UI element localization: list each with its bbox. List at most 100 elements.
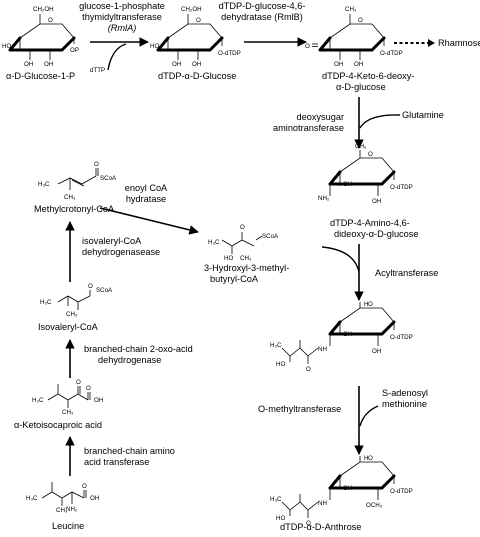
oh-label: OH (354, 61, 363, 68)
glutamine-input-curve (359, 114, 401, 129)
ivd-enzyme-line2: dehydrogenasease (82, 247, 160, 257)
oxygen-label: O (82, 483, 87, 490)
h3c-label: H₃C (40, 299, 52, 306)
h3c-label: H₃C (208, 239, 220, 246)
keto-oxygen-label: O (76, 379, 81, 386)
rmla-enzyme-line3: (RmlA) (108, 23, 137, 33)
isovaleryl-coa-label: Isovaleryl-CoA (38, 322, 99, 332)
rmla-enzyme-line1: glucose-1-phosphate (79, 1, 165, 11)
oh-label: OH (172, 61, 181, 68)
glucose-1-phosphate-structure: CH₂OH O HO OH OH OP (2, 6, 79, 68)
amino-dideoxy-label-line2: dideoxy-α-D-glucose (334, 229, 418, 239)
ch2oh-label: CH₂OH (33, 6, 54, 13)
ch2oh-label: CH₂OH (181, 6, 202, 13)
enoyl-coa-hydratase-arrow (99, 207, 199, 235)
h3c-label: H₃C (270, 342, 282, 349)
dtdp-anthrose-structure: H O OH NH OCH₃ O-dTDP O HO H₃C (270, 455, 413, 527)
oh-label: OH (343, 331, 352, 338)
enoyl-enzyme-line2: hydratase (126, 194, 166, 204)
oh-label: OH (44, 61, 53, 68)
sam-input-curve (359, 405, 379, 427)
bcat-enzyme-line1: branched-chain amino (84, 446, 175, 456)
h-label: H (364, 455, 368, 462)
hydroxymethylbutyryl-coa-structure: H₃C HO CH₃ O SCoA (208, 224, 279, 262)
ch3-label: CH₃ (64, 194, 76, 201)
odtdp-label: O-dTDP (390, 184, 413, 191)
o-methyltransferase-label: O-methyltransferase (258, 404, 341, 414)
keto-deoxy-label-line2: α-D-glucose (336, 82, 386, 92)
h3c-label: H₃C (38, 181, 50, 188)
odtdp-label: O-dTDP (390, 334, 413, 341)
ch3-label: CH₃ (240, 255, 252, 262)
acylated-intermediate-structure: H O OH NH OH O-dTDP O HO H₃C (270, 301, 413, 373)
sam-label-line1: S-adenosyl (382, 388, 428, 398)
ketoisocaproic-acid-label: α-Ketoisocaproic acid (14, 420, 102, 430)
aminotransferase-enzyme-line1: deoxysugar (297, 112, 345, 122)
ch3-label: CH₃ (66, 311, 78, 318)
hydroxymethylbutyryl-label-line1: 3-Hydroxyl-3-methyl- (204, 263, 289, 273)
ch3-label: CH₃ (62, 409, 74, 416)
isovaleryl-coa-structure: H₃C CH₃ O SCoA (40, 283, 113, 318)
ch3-label: CH₃ (345, 6, 357, 13)
nh-label: NH (318, 500, 327, 507)
keto-deoxy-label-line1: dTDP-4-Keto-6-deoxy- (322, 71, 414, 81)
ho-label: HO (276, 361, 285, 368)
ring-oxygen-label: O (358, 17, 363, 24)
rhamnose-label: Rhamnose (438, 38, 480, 48)
bcat-enzyme-line2: acid transferase (84, 457, 149, 467)
oh-label: OH (192, 61, 201, 68)
bckdh-enzyme-line2: dehydrogenase (98, 355, 161, 365)
nh-label: NH (318, 346, 327, 353)
dttp-label: dTTP (90, 67, 105, 74)
ring-oxygen-label: O (196, 17, 201, 24)
op-label: OP (70, 47, 79, 54)
sam-label-line2: methionine (382, 399, 427, 409)
oh-label: OH (372, 348, 381, 355)
ho-label: HO (150, 43, 159, 50)
amino-dideoxy-glucose-structure: CH₃ O OH NH₂ OH O-dTDP (318, 143, 413, 205)
oxygen-label: O (240, 224, 245, 231)
scoa-label: SCoA (262, 233, 279, 240)
leucine-structure: H₃C CH₃ NH₂ O OH (26, 482, 99, 514)
glucose-1-p-label: α-D-Glucose-1-P (6, 71, 75, 81)
dtdp-glucose-label: dTDP-α-D-Glucose (158, 71, 236, 81)
h-label: H (364, 301, 368, 308)
h3c-label: H₃C (32, 397, 44, 404)
ch3-label: CH₃ (56, 507, 68, 514)
oh-label: OH (94, 397, 103, 404)
oxygen-label: O (94, 161, 99, 168)
ho-label: HO (276, 515, 285, 522)
ho-label: HO (224, 255, 233, 262)
anthrose-label: dTDP-α-D-Anthrose (280, 522, 361, 532)
ch3-label: CH₃ (355, 143, 367, 150)
oh-label: OH (372, 198, 381, 205)
ring-oxygen-label: O (368, 455, 373, 462)
ketoisocaproic-acid-structure: H₃C CH₃ O O OH (32, 379, 103, 416)
leucine-label: Leucine (52, 521, 84, 531)
oxygen-label: O (88, 283, 93, 290)
dttp-input-curve (107, 43, 127, 71)
methylcrotonyl-coa-structure: H₃C CH₃ O SCoA (38, 161, 117, 201)
rmlb-enzyme-line2: dehydratase (RmlB) (221, 12, 303, 22)
odtdp-label: O-dTDP (390, 488, 413, 495)
acyl-coa-input-curve (321, 246, 360, 273)
oh-label: OH (24, 61, 33, 68)
glutamine-label: Glutamine (402, 110, 444, 120)
oh-label: OH (343, 485, 352, 492)
rmla-enzyme-line2: thymidyltransferase (82, 12, 162, 22)
odtdp-label: O-dTDP (380, 50, 403, 57)
rhamnose-arrowhead (428, 39, 435, 47)
scoa-label: SCoA (96, 287, 113, 294)
nh2-label: NH₂ (318, 195, 330, 202)
odtdp-label: O-dTDP (218, 50, 241, 57)
methylcrotonyl-coa-label: Methylcrotonyl-CoA (34, 204, 115, 214)
rmlb-enzyme-line1: dTDP-D-glucose-4,6- (219, 1, 306, 11)
oh-label: OH (343, 181, 352, 188)
ring-oxygen-label: O (48, 17, 53, 24)
keto-oxygen-label: O (305, 43, 310, 50)
bckdh-enzyme-line1: branched-chain 2-oxo-acid (84, 344, 193, 354)
hydroxymethylbutyryl-label-line2: butyryl-CoA (210, 274, 259, 284)
h3c-label: H₃C (26, 495, 38, 502)
ivd-enzyme-line1: isovaleryl-CoA (82, 236, 142, 246)
